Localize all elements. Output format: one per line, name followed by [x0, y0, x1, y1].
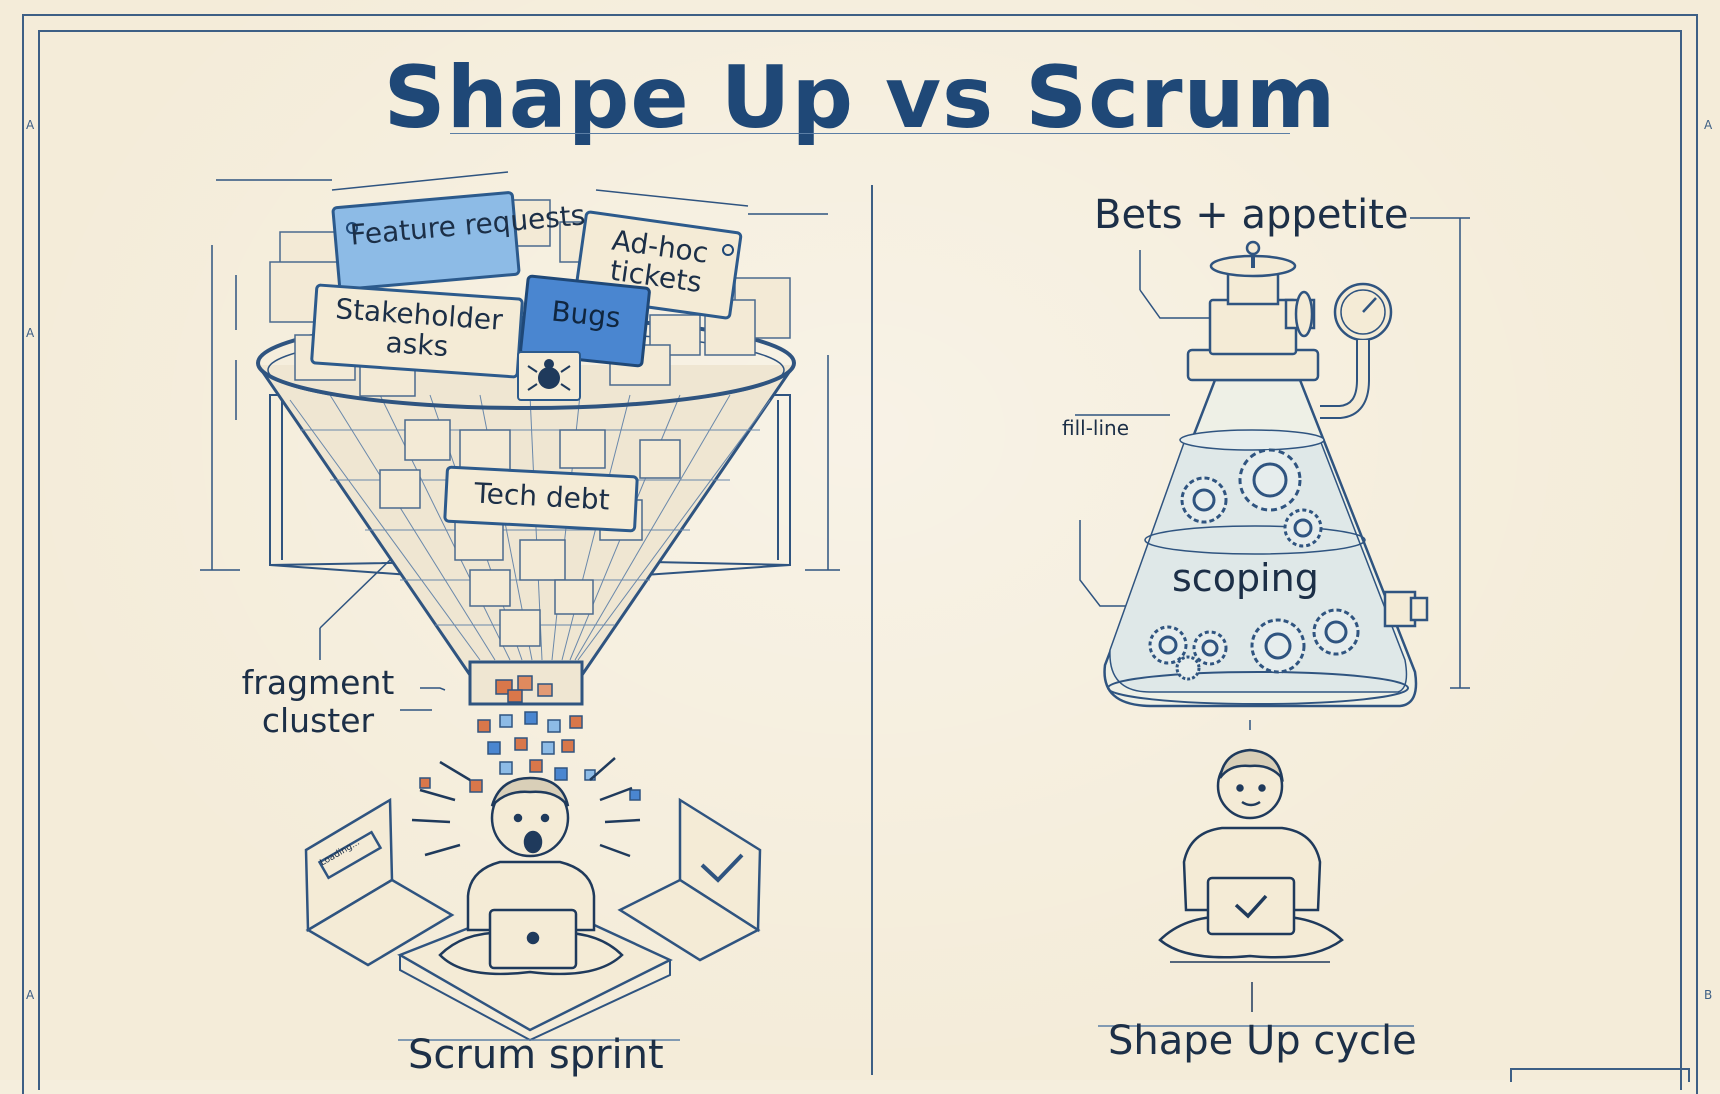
title-block-stamp — [1510, 1068, 1690, 1082]
inner-frame-border — [38, 30, 1682, 1090]
tag-stakeholder-asks — [310, 283, 524, 379]
stressed-developer — [438, 776, 624, 976]
scrum-sprint-caption: Scrum sprint — [408, 1032, 664, 1078]
funnel-illustration — [200, 171, 840, 706]
laptop-loading — [304, 797, 455, 967]
gears-cluster — [1148, 448, 1360, 681]
shape-up-cycle-caption: Shape Up cycle — [1108, 1018, 1417, 1064]
laptop-checkmark — [617, 797, 762, 962]
tag-tech-debt — [443, 465, 639, 533]
tag-bugs — [517, 274, 651, 401]
title-underline — [450, 133, 1290, 134]
tag-feature-requests — [331, 191, 521, 291]
fragment-cluster — [419, 675, 641, 801]
zone-marker-left-3: A — [26, 988, 35, 1002]
bets-appetite-label: Bets + appetite — [1094, 192, 1409, 238]
outer-frame-border — [22, 14, 1698, 1094]
zone-marker-right-1: A — [1704, 118, 1713, 132]
fill-line-label: fill-line — [1062, 416, 1130, 440]
stress-lines — [411, 757, 641, 858]
calm-developer — [1158, 748, 1344, 1012]
bug-icon — [538, 367, 560, 389]
zone-marker-left-2: A — [26, 326, 35, 340]
page-title: Shape Up vs Scrum — [383, 48, 1337, 148]
zone-marker-left-1: A — [26, 118, 35, 132]
fragment-cluster-label: fragment cluster — [241, 663, 395, 740]
zone-marker-right-2: B — [1704, 988, 1713, 1002]
scoping-label: scoping — [1172, 556, 1319, 600]
